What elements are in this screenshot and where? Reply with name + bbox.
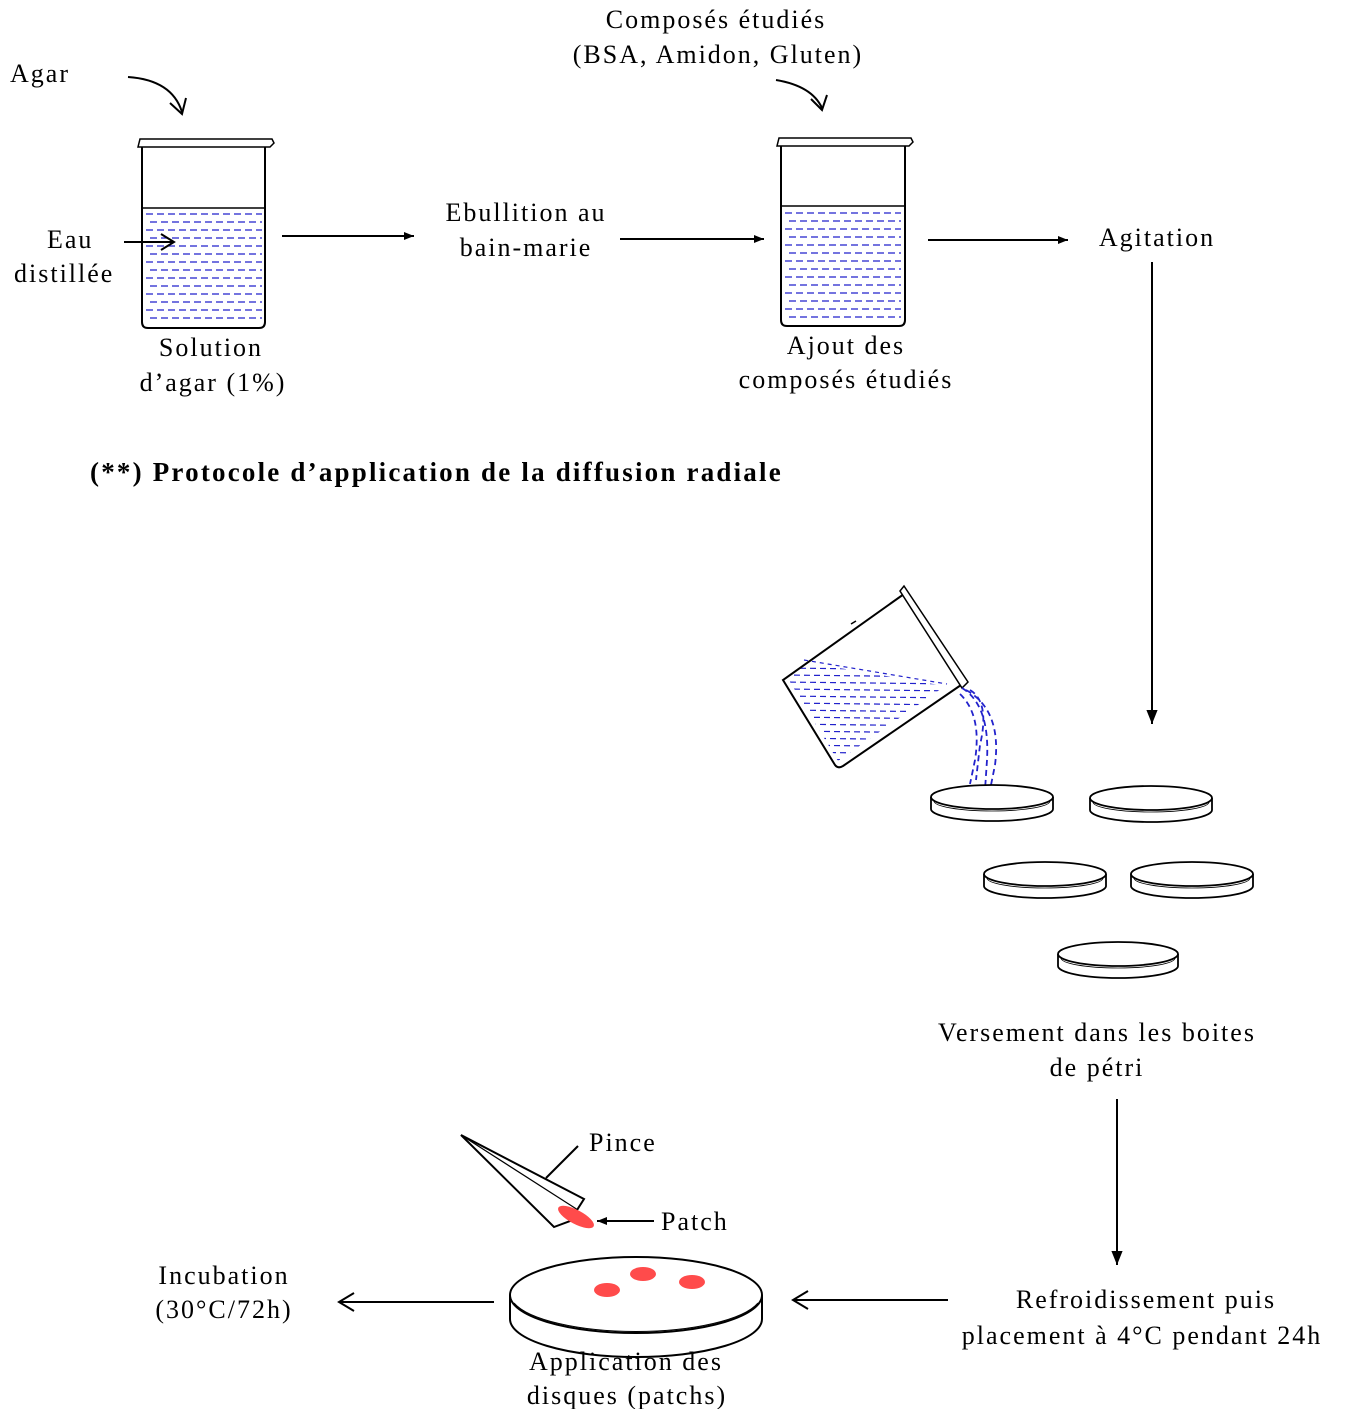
beaker-composes xyxy=(776,137,914,327)
petri-dish xyxy=(930,784,1054,822)
label-incubation: Incubation xyxy=(158,1261,289,1290)
petri-dish xyxy=(1130,861,1254,899)
label-composes: Composés étudiés xyxy=(606,5,827,34)
liquid-dashes xyxy=(146,213,262,319)
petri-dish xyxy=(1089,785,1213,823)
patch-disk xyxy=(630,1267,656,1281)
label-eau: Eau xyxy=(47,225,93,254)
label-placement: placement à 4°C pendant 24h xyxy=(962,1321,1322,1350)
arrow-to-application xyxy=(791,1290,948,1310)
label-solution: Solution xyxy=(159,333,263,362)
petri-dish xyxy=(1057,941,1179,979)
patch-in-tweezers xyxy=(558,1205,594,1229)
label-agitation: Agitation xyxy=(1099,223,1215,252)
label-agar: Agar xyxy=(10,59,70,88)
composes-curved-arrow xyxy=(775,79,828,112)
petri-dishes xyxy=(930,784,1254,979)
label-patch: Patch xyxy=(661,1207,729,1236)
label-ajout: Ajout des xyxy=(787,331,905,360)
petri-dish xyxy=(983,861,1107,899)
eau-arrow xyxy=(124,233,176,251)
pince-pointer xyxy=(545,1145,579,1179)
label-bain-marie: bain-marie xyxy=(460,233,593,262)
patch-disk xyxy=(679,1275,705,1289)
label-pince: Pince xyxy=(589,1128,657,1157)
arrow-to-incubation xyxy=(337,1292,494,1312)
label-application: Application des xyxy=(529,1347,723,1376)
application-dish xyxy=(509,1256,763,1358)
patch-disk xyxy=(594,1283,620,1297)
label-refroidissement: Refroidissement puis xyxy=(1016,1285,1276,1314)
liquid-dashes xyxy=(785,212,901,318)
pouring-beaker xyxy=(781,584,997,791)
beaker-agar-solution xyxy=(137,138,275,329)
label-ajout-composes: composés étudiés xyxy=(739,365,954,394)
tweezers-icon xyxy=(460,1134,594,1229)
pour-stream xyxy=(959,687,997,791)
label-disques: disques (patchs) xyxy=(527,1381,727,1409)
label-de-petri: de pétri xyxy=(1050,1053,1145,1082)
label-versement: Versement dans les boites xyxy=(938,1018,1256,1047)
label-incubation-cond: (30°C/72h) xyxy=(155,1295,292,1324)
label-dagar: d’agar (1%) xyxy=(140,368,287,397)
label-composes-list: (BSA, Amidon, Gluten) xyxy=(573,40,863,69)
label-distillee: distillée xyxy=(14,259,114,288)
label-ebullition: Ebullition au xyxy=(445,198,606,227)
agar-curved-arrow xyxy=(127,76,187,116)
section-title: (**) Protocole d’application de la diffu… xyxy=(90,457,783,487)
